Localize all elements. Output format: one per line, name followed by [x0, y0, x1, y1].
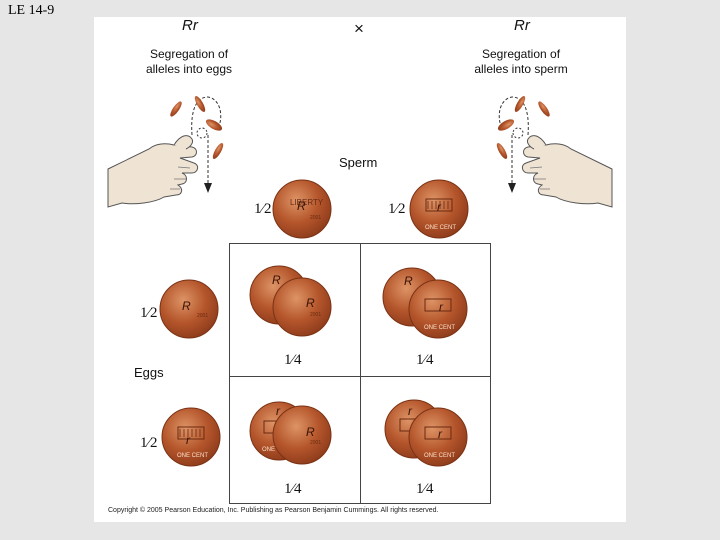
fraction-cell-RR: 1⁄4 — [284, 352, 302, 368]
coin-pair-rr: ONE CENT — [384, 399, 468, 467]
allele-cell-rr-a: r — [408, 404, 412, 418]
figure-panel: LIBERTY 2001 ONE CENT 2001 ONE CENT 2001 — [94, 17, 626, 522]
svg-text:ONE CENT: ONE CENT — [424, 453, 455, 459]
right-hand-illustration — [496, 96, 613, 208]
cross-symbol: × — [354, 19, 364, 38]
svg-text:2001: 2001 — [310, 440, 321, 446]
copyright-notice: Copyright © 2005 Pearson Education, Inc.… — [108, 507, 439, 514]
fraction-sperm-r: 1⁄2 — [388, 201, 406, 217]
svg-text:2001: 2001 — [310, 312, 321, 318]
grid-mid-vertical — [360, 243, 361, 504]
coin-pair-rR: ONE CENT 2001 — [249, 401, 332, 465]
fraction-cell-Rr: 1⁄4 — [416, 352, 434, 368]
left-hand-illustration — [107, 96, 224, 208]
coin-egg-r: ONE CENT — [161, 407, 221, 467]
fraction-cell-rr: 1⁄4 — [416, 481, 434, 497]
grid-left-border — [229, 243, 230, 504]
right-caption-line2: alleles into sperm — [474, 62, 568, 76]
coin-sperm-r: ONE CENT — [409, 179, 469, 239]
fraction-cell-rR: 1⁄4 — [284, 481, 302, 497]
allele-cell-RR-b: R — [306, 296, 315, 310]
grid-mid-horizontal — [229, 376, 491, 377]
grid-right-border — [490, 243, 491, 504]
right-caption: Segregation of alleles into sperm — [456, 47, 586, 77]
left-caption-line1: Segregation of — [149, 47, 229, 61]
svg-text:2001: 2001 — [197, 313, 208, 319]
svg-text:2001: 2001 — [310, 215, 321, 221]
coin-pair-RR: 2001 — [249, 265, 332, 337]
left-caption-line2: alleles into eggs — [145, 62, 233, 76]
left-caption: Segregation of alleles into eggs — [124, 47, 254, 77]
allele-sperm-R: R — [297, 199, 306, 213]
fraction-egg-r: 1⁄2 — [140, 435, 158, 451]
fraction-egg-R: 1⁄2 — [140, 305, 158, 321]
coin-sperm-R: LIBERTY 2001 — [272, 179, 332, 239]
svg-text:ONE CENT: ONE CENT — [424, 325, 455, 331]
svg-text:LIBERTY: LIBERTY — [290, 198, 324, 207]
eggs-header: Eggs — [134, 365, 164, 380]
allele-cell-rR-a: r — [276, 404, 280, 418]
left-parent-genotype: Rr — [182, 17, 198, 34]
allele-cell-rr-b: r — [438, 427, 442, 441]
allele-cell-RR-a: R — [272, 273, 281, 287]
coin-pair-Rr: ONE CENT — [382, 267, 468, 339]
right-caption-line1: Segregation of — [481, 47, 561, 61]
allele-egg-R: R — [182, 299, 191, 313]
right-parent-genotype: Rr — [514, 17, 530, 34]
allele-sperm-r: r — [437, 200, 441, 214]
sperm-header: Sperm — [339, 155, 378, 170]
fraction-sperm-R: 1⁄2 — [254, 201, 272, 217]
coin-egg-R: 2001 — [159, 279, 219, 339]
svg-text:ONE CENT: ONE CENT — [425, 225, 456, 231]
allele-cell-Rr-a: R — [404, 274, 413, 288]
slide-label: LE 14-9 — [8, 3, 55, 18]
allele-cell-Rr-b: r — [439, 300, 443, 314]
svg-text:ONE CENT: ONE CENT — [177, 453, 208, 459]
allele-cell-rR-b: R — [306, 425, 315, 439]
allele-egg-r: r — [186, 433, 190, 447]
figure-art: LIBERTY 2001 ONE CENT 2001 ONE CENT 2001 — [107, 96, 613, 467]
